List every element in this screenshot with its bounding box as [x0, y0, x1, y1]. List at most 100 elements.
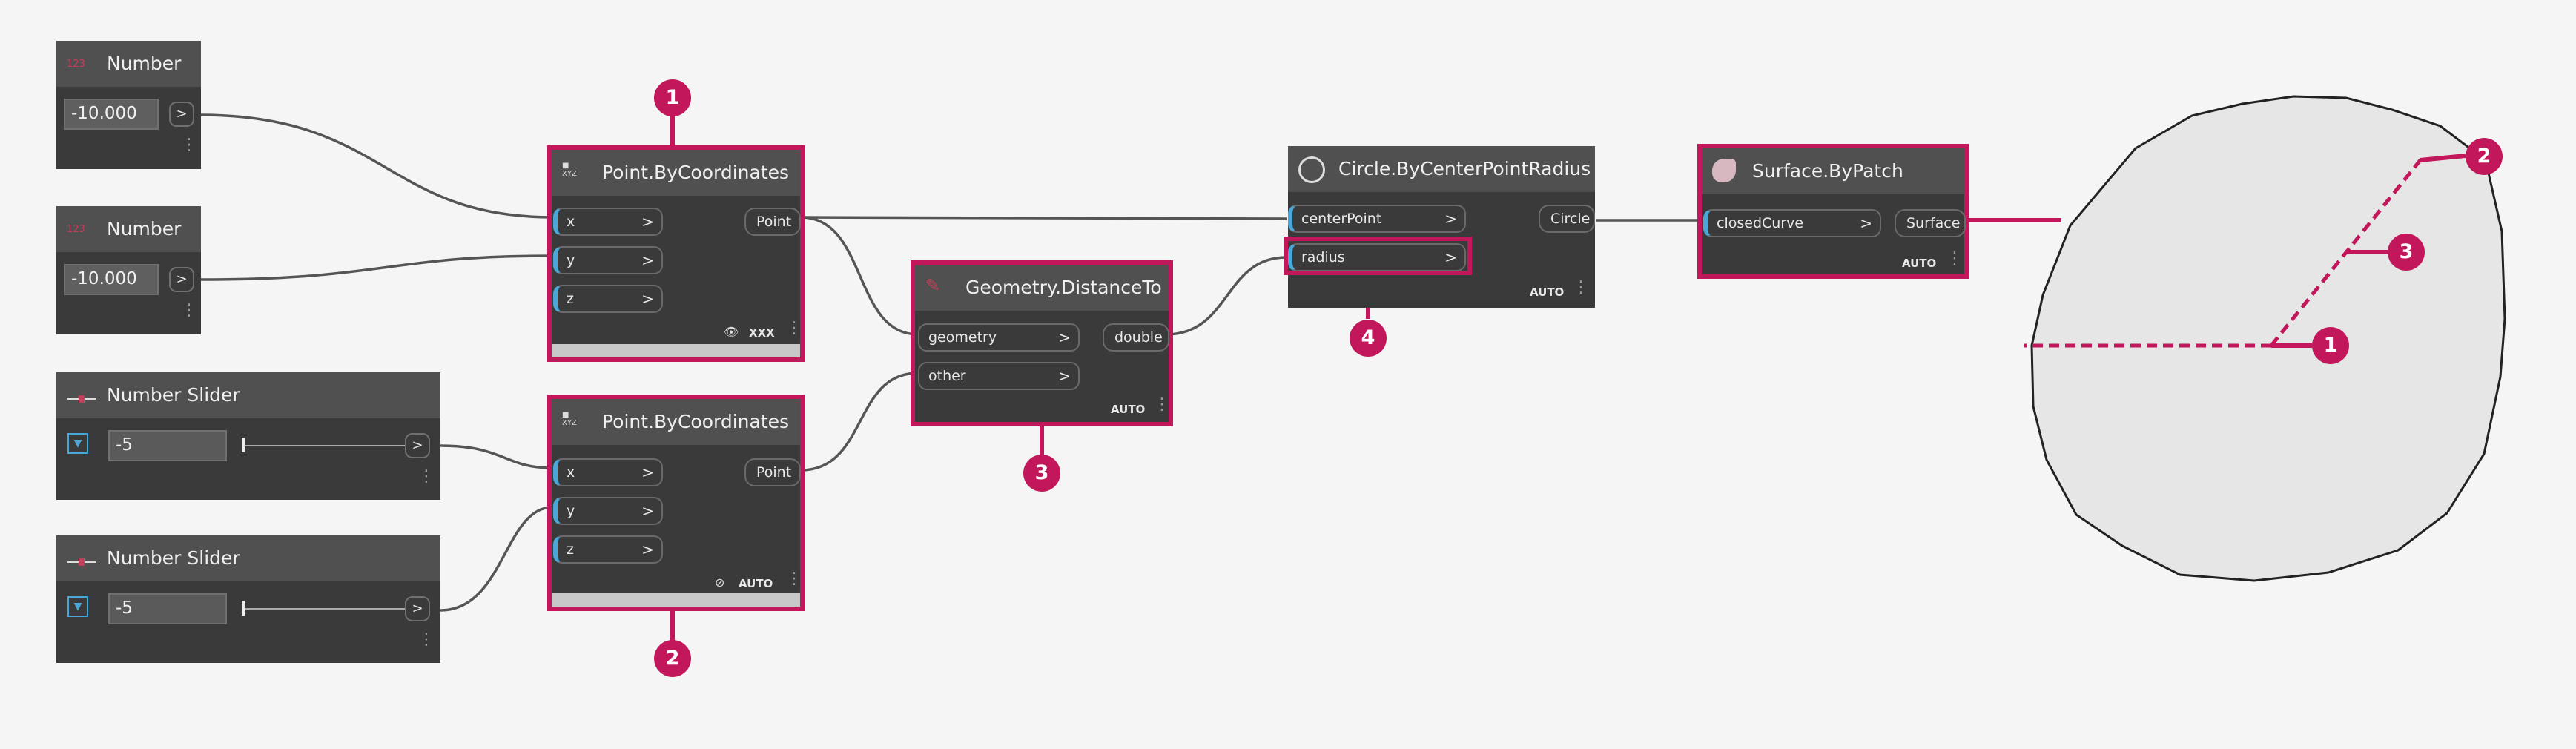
node-menu-icon[interactable]: ⋮ [181, 136, 197, 154]
input-port-radius[interactable]: radius> [1288, 243, 1466, 271]
input-port-geometry[interactable]: geometry> [918, 323, 1080, 352]
number-node-2[interactable]: 123 Number -10.000 > ⋮ [56, 206, 201, 334]
geometry-distance-icon: ✎ [925, 275, 941, 296]
node-header[interactable] [552, 150, 800, 196]
slider-track[interactable] [242, 608, 405, 610]
node-header[interactable] [1702, 148, 1964, 194]
output-port-point[interactable]: Point [744, 208, 801, 236]
slider-value-input[interactable]: -5 [108, 430, 227, 461]
wire-distance-to-circle-radius [1165, 256, 1287, 336]
node-menu-icon[interactable]: ⋮ [181, 301, 197, 320]
node-title: Point.ByCoordinates [602, 411, 790, 432]
node-menu-icon[interactable]: ⋮ [1154, 395, 1170, 414]
circle-surface-preview [2030, 95, 2506, 582]
number-slider-node-2[interactable]: Number Slider ▼ -5 > ⋮ [56, 535, 440, 663]
input-port-y[interactable]: y> [553, 246, 663, 274]
output-port[interactable]: > [405, 433, 430, 458]
node-title: Point.ByCoordinates [602, 162, 790, 183]
output-port[interactable]: > [169, 267, 194, 292]
output-port[interactable]: > [169, 102, 194, 127]
eye-icon[interactable]: 👁 [724, 325, 739, 339]
wire-point1-to-distance-geometry [800, 216, 919, 336]
node-menu-icon[interactable]: ⋮ [1573, 278, 1589, 297]
lacing-label[interactable]: AUTO [1530, 286, 1565, 299]
node-header[interactable] [552, 399, 800, 445]
callout-badge-4: 4 [1350, 320, 1387, 357]
surface-icon [1712, 159, 1736, 182]
node-menu-icon[interactable]: ⋮ [418, 630, 435, 649]
node-header[interactable] [915, 265, 1169, 311]
slider-value-input[interactable]: -5 [108, 593, 227, 624]
node-title: Number Slider [107, 384, 240, 406]
callout-badge-1: 1 [654, 79, 691, 116]
node-menu-icon[interactable]: ⋮ [786, 319, 802, 337]
output-port-double[interactable]: double [1103, 323, 1169, 352]
circle-icon [1298, 156, 1325, 183]
chevron-down-icon[interactable]: ▼ [67, 596, 88, 617]
radius-port-highlight [1284, 237, 1472, 275]
number-slider-node-1[interactable]: Number Slider ▼ -5 > ⋮ [56, 372, 440, 500]
number-value-input[interactable]: -10.000 [64, 99, 159, 130]
lacing-label[interactable]: AUTO [1111, 403, 1146, 416]
number-icon: 123 [67, 59, 85, 70]
lacing-label[interactable]: XXX [749, 326, 775, 340]
node-title: Number [107, 53, 182, 74]
eye-hidden-icon[interactable]: ⊘ [715, 575, 725, 590]
point-by-coordinates-node-2[interactable]: ■XYZ Point.ByCoordinates x> y> z> Point … [547, 395, 805, 611]
input-port-other[interactable]: other> [918, 362, 1080, 390]
number-icon: 123 [67, 224, 85, 235]
wire-point2-to-distance-other [800, 372, 919, 472]
slider-thumb[interactable] [242, 601, 245, 616]
input-port-x[interactable]: x> [553, 458, 663, 486]
chevron-down-icon[interactable]: ▼ [67, 433, 88, 454]
input-port-z[interactable]: z> [553, 535, 663, 564]
input-port-x[interactable]: x> [553, 208, 663, 236]
number-value-input[interactable]: -10.000 [64, 264, 159, 295]
input-port-centerpoint[interactable]: centerPoint> [1288, 205, 1466, 233]
input-port-z[interactable]: z> [553, 285, 663, 313]
input-port-y[interactable]: y> [553, 497, 663, 525]
surface-by-patch-node[interactable]: Surface.ByPatch closedCurve> Surface AUT… [1697, 144, 1969, 279]
point-xyz-icon: ■XYZ [562, 162, 577, 178]
callout-badge-geo-3: 3 [2388, 234, 2425, 271]
point-xyz-icon: ■XYZ [562, 411, 577, 427]
slider-thumb[interactable] [242, 438, 245, 452]
circle-by-center-point-radius-node[interactable]: Circle.ByCenterPointRadius centerPoint> … [1284, 146, 1595, 308]
node-title: Number Slider [107, 547, 240, 569]
slider-icon [67, 555, 96, 566]
geometry-distance-to-node[interactable]: ✎ Geometry.DistanceTo geometry> other> d… [911, 260, 1173, 426]
lacing-label[interactable]: AUTO [1902, 257, 1937, 270]
input-port-closedcurve[interactable]: closedCurve> [1703, 209, 1881, 237]
node-menu-icon[interactable]: ⋮ [1946, 249, 1963, 268]
node-title: Circle.ByCenterPointRadius [1338, 158, 1591, 179]
point-by-coordinates-node-1[interactable]: ■XYZ Point.ByCoordinates x> y> z> Point … [547, 145, 805, 362]
wire-slider2-to-point2-y [440, 506, 553, 612]
output-port-point[interactable]: Point [744, 458, 801, 486]
node-header[interactable] [56, 41, 201, 87]
wire-number2-to-point1-y [199, 254, 553, 281]
number-node-1[interactable]: 123 Number -10.000 > ⋮ [56, 41, 201, 169]
output-port-circle[interactable]: Circle [1539, 205, 1595, 233]
callout-badge-3: 3 [1023, 455, 1060, 492]
callout-badge-geo-1: 1 [2312, 327, 2349, 364]
node-header[interactable] [1288, 146, 1595, 192]
node-menu-icon[interactable]: ⋮ [418, 467, 435, 486]
output-port-surface[interactable]: Surface [1895, 209, 1966, 237]
node-title: Geometry.DistanceTo [965, 277, 1162, 298]
node-menu-icon[interactable]: ⋮ [786, 570, 802, 588]
node-header[interactable] [56, 535, 440, 581]
wire-number1-to-point1-x [199, 113, 553, 219]
callout-badge-2: 2 [654, 640, 691, 677]
node-title: Surface.ByPatch [1752, 160, 1903, 182]
preview-bar [552, 593, 800, 607]
node-header[interactable] [56, 372, 440, 418]
preview-bar [552, 344, 800, 357]
callout-badge-geo-2: 2 [2466, 138, 2503, 175]
slider-track[interactable] [242, 445, 405, 446]
output-port[interactable]: > [405, 596, 430, 621]
wire-slider1-to-point2-x [440, 444, 553, 469]
node-header[interactable] [56, 206, 201, 252]
lacing-label[interactable]: AUTO [739, 577, 773, 590]
